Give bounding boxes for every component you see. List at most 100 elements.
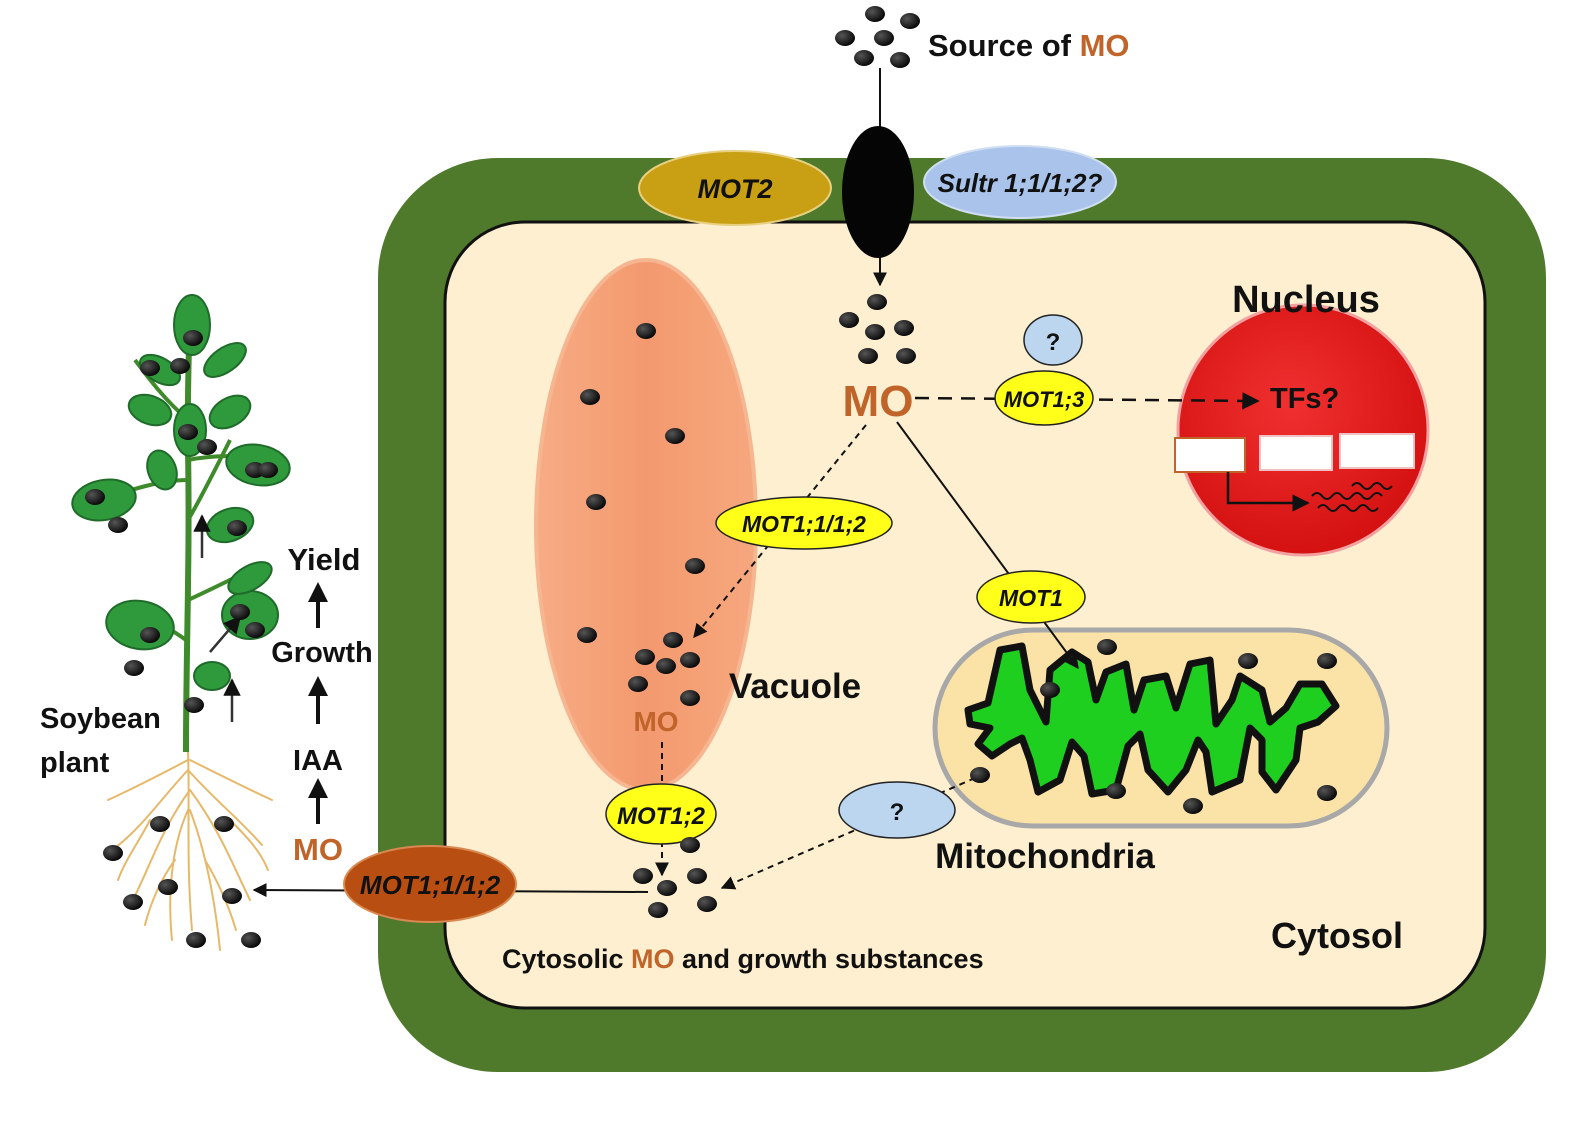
unknown-transporter-top: ? [1023, 314, 1083, 366]
mo-particle-mito-8 [1317, 785, 1337, 801]
gene-box-2 [1259, 435, 1333, 471]
plant-growth-arrows [193, 514, 242, 722]
unknown-transporter-mito: ? [838, 781, 956, 839]
mo-particle-vacuole-3 [665, 428, 685, 444]
cytosolic-mo: MO [631, 944, 675, 974]
mo-particle-source-6 [890, 52, 910, 68]
nucleus [1174, 303, 1430, 557]
mo-particle-leaves-2 [140, 360, 160, 376]
mo-particle-cytosol_bottom-4 [687, 868, 707, 884]
mo-particle-source-1 [865, 6, 885, 22]
sultr-label: Sultr 1;1/1;2? [938, 168, 1103, 198]
unknown-top-label: ? [1046, 329, 1061, 356]
mo-particle-cytosol_top-5 [858, 348, 878, 364]
mo-particle-vacuole-10 [680, 652, 700, 668]
chain-yield: Yield [288, 542, 361, 577]
cytosolic-substances-label: Cytosolic MO and growth substances [502, 944, 984, 974]
mitochondria-label: Mitochondria [935, 837, 1155, 876]
mot12-transporter: MOT1;2 [605, 783, 717, 845]
mo-particle-leaves-9 [108, 517, 128, 533]
mo-particle-cytosol_bottom-2 [633, 868, 653, 884]
mo-particle-cytosol_top-6 [896, 348, 916, 364]
mo-particle-mito-2 [1238, 653, 1258, 669]
mo-particle-roots-8 [241, 932, 261, 948]
vacuole-label: Vacuole [729, 667, 861, 706]
mo-particle-leaves-15 [184, 697, 204, 713]
mot12-label: MOT1;2 [617, 803, 706, 830]
mot13-transporter: MOT1;3 [994, 370, 1094, 426]
mo-particle-leaves-1 [183, 330, 203, 346]
mo-particle-roots-7 [186, 932, 206, 948]
mo-particle-source-2 [900, 13, 920, 29]
gene-box-3 [1339, 433, 1415, 469]
mo-particle-leaves-10 [227, 520, 247, 536]
mo-particle-mito-5 [970, 767, 990, 783]
cristae [964, 642, 1340, 798]
mo-particle-mito-4 [1040, 682, 1060, 698]
mo-particle-vacuole-9 [656, 658, 676, 674]
mo-particle-leaves-8 [85, 489, 105, 505]
mot2-label: MOT2 [697, 174, 772, 204]
mo-particle-vacuole-11 [628, 676, 648, 692]
mo-particle-mito-6 [1106, 783, 1126, 799]
mo-particle-leaves-5 [197, 439, 217, 455]
mo-particle-roots-2 [214, 816, 234, 832]
source-mo: MO [1080, 28, 1130, 63]
soybean-plant-illustration [71, 294, 291, 951]
mo-particle-leaves-13 [140, 627, 160, 643]
mitochondrion [932, 627, 1390, 829]
soybean-label-line2: plant [40, 747, 110, 779]
unknown-mito-label: ? [890, 799, 905, 826]
cytosol-label: Cytosol [1271, 915, 1403, 956]
mo-particle-cytosol_top-3 [865, 324, 885, 340]
mo-particle-vacuole-5 [685, 558, 705, 574]
mo-particle-roots-3 [103, 845, 123, 861]
mo-particle-roots-5 [123, 894, 143, 910]
mo-particle-mito-1 [1097, 639, 1117, 655]
mo-particle-leaves-14 [124, 660, 144, 676]
mot11-12-root-label: MOT1;1/1;2 [360, 870, 501, 900]
mo-to-mitochondria-arrow [896, 421, 1079, 670]
mo-particle-cytosol_top-4 [894, 320, 914, 336]
mo-particle-vacuole-12 [680, 690, 700, 706]
mo-particle-leaves-3 [170, 358, 190, 374]
mot2-transporter: MOT2 [638, 150, 832, 226]
mo-particle-leaves-4 [178, 424, 198, 440]
mo-particle-roots-1 [150, 816, 170, 832]
soybean-label-line1: Soybean [40, 703, 161, 735]
mo-particle-cytosol_top-2 [839, 312, 859, 328]
mrna-squiggle-icon [1311, 482, 1393, 512]
mo-particle-source-5 [854, 50, 874, 66]
mo-particle-cytosol_bottom-6 [697, 896, 717, 912]
mo-particle-cytosol_bottom-3 [657, 880, 677, 896]
molybdate-particles [85, 6, 1337, 948]
tfs-label: TFs? [1270, 383, 1339, 415]
gene-box-1 [1174, 437, 1246, 473]
mo-particle-cytosol_top-1 [867, 294, 887, 310]
mo-particle-vacuole-4 [586, 494, 606, 510]
mo-particle-vacuole-6 [577, 627, 597, 643]
chain-mo: MO [293, 832, 343, 867]
mo-particle-vacuole-1 [636, 323, 656, 339]
mo-particle-mito-3 [1317, 653, 1337, 669]
mot1-label: MOT1 [999, 585, 1063, 611]
mot11-12-root-transporter: MOT1;1/1;2 [343, 845, 517, 923]
mo-particle-vacuole-8 [635, 649, 655, 665]
mo-particle-source-3 [835, 30, 855, 46]
channel-pore [842, 126, 914, 258]
nucleus-label: Nucleus [1232, 279, 1380, 321]
mot11-12-vacuole-label: MOT1;1/1;2 [742, 511, 866, 537]
source-label: Source of MO [928, 28, 1130, 63]
mo-particle-vacuole-7 [663, 632, 683, 648]
mo-center-label: MO [843, 377, 914, 426]
mot1-transporter: MOT1 [976, 570, 1086, 624]
sultr-transporter: Sultr 1;1/1;2? [923, 145, 1117, 219]
mo-particle-source-4 [874, 30, 894, 46]
mo-particle-leaves-11 [230, 604, 250, 620]
mo-particle-mito-7 [1183, 798, 1203, 814]
transcription-arrow [1226, 472, 1310, 512]
mo-particle-roots-4 [158, 879, 178, 895]
mo-particle-cytosol_bottom-5 [648, 902, 668, 918]
mot11-12-vacuole-transporter: MOT1;1/1;2 [715, 496, 893, 550]
